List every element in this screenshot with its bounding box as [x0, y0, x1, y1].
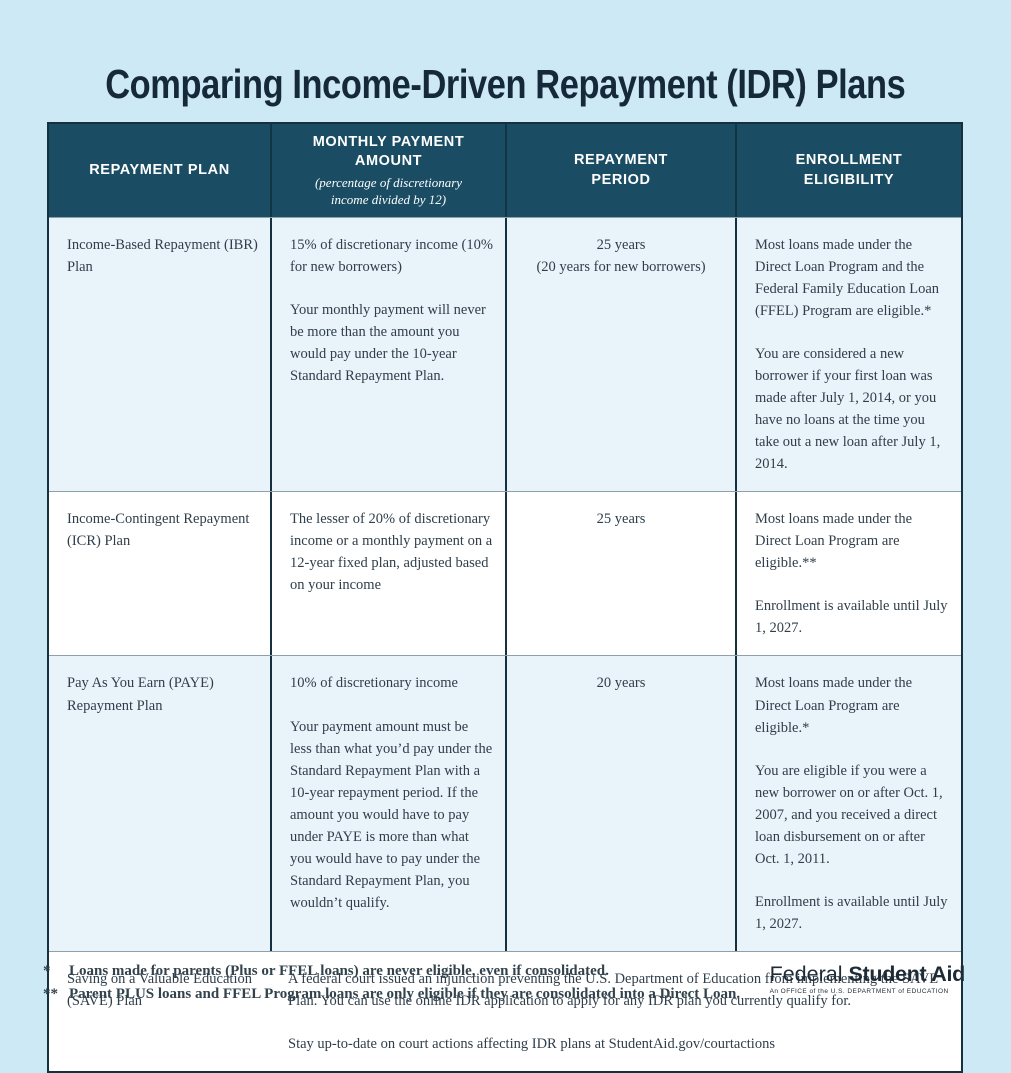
footnote-marker: **: [43, 986, 58, 1003]
logo-wordmark: Federal Student Aid: [769, 962, 966, 986]
eligibility-cell: Most loans made under the Direct Loan Pr…: [735, 656, 961, 951]
plan-name: Income-Based Repayment (IBR) Plan: [67, 237, 258, 276]
eligibility-text: Most loans made under the Direct Loan Pr…: [755, 511, 913, 572]
eligibility-cell: Most loans made under the Direct Loan Pr…: [735, 218, 961, 492]
monthly-payment-text: 15% of discretionary income (10% for new…: [290, 237, 493, 276]
footnote-single-asterisk: * Loans made for parents (Plus or FFEL l…: [43, 960, 740, 983]
logo-word-federal: Federal: [769, 962, 843, 986]
monthly-payment-text: Your monthly payment will never be more …: [290, 302, 486, 385]
header-label: REPAYMENT PERIOD: [573, 151, 669, 188]
page-header: Comparing Income-Driven Repayment (IDR) …: [0, 34, 1011, 136]
plan-name: Income-Contingent Repayment (ICR) Plan: [67, 511, 250, 550]
save-note-text: Stay up-to-date on court actions affecti…: [288, 1035, 775, 1052]
repayment-period-cell: 25 years (20 years for new borrowers): [505, 218, 735, 492]
plan-name-cell: Income-Based Repayment (IBR) Plan: [49, 218, 270, 491]
plan-name: Saving on a Valuable Education (SAVE) Pl…: [67, 970, 252, 1009]
footnote-double-asterisk: ** Parent PLUS loans and FFEL Program lo…: [43, 983, 740, 1006]
header-repayment-period: REPAYMENT PERIOD: [505, 124, 735, 217]
header-repayment-plan: REPAYMENT PLAN: [49, 124, 270, 217]
logo-tagline: An OFFICE of the U.S. DEPARTMENT of EDUC…: [769, 987, 949, 995]
eligibility-text: You are eligible if you were a new borro…: [755, 762, 943, 867]
eligibility-text: You are considered a new borrower if you…: [755, 346, 941, 473]
monthly-payment-cell: The lesser of 20% of discretionary incom…: [270, 492, 505, 656]
save-note-text: A federal court issued an injunction pre…: [288, 970, 939, 1009]
monthly-payment-text: 10% of discretionary income: [290, 675, 458, 692]
header-label: REPAYMENT PLAN: [89, 161, 230, 178]
monthly-payment-text: Your payment amount must be less than wh…: [290, 718, 493, 911]
header-sublabel: (percentage of discretionary income divi…: [314, 174, 463, 207]
idr-comparison-table: REPAYMENT PLAN MONTHLY PAYMENT AMOUNT (p…: [47, 122, 963, 1073]
table-row-paye: Pay As You Earn (PAYE) Repayment Plan 10…: [49, 655, 961, 951]
footnote-text: Loans made for parents (Plus or FFEL loa…: [69, 963, 609, 979]
repayment-period-cell: 25 years: [505, 492, 735, 656]
plan-name-cell: Saving on a Valuable Education (SAVE) Pl…: [49, 952, 270, 1071]
federal-student-aid-logo: Federal Student Aid An OFFICE of the U.S…: [769, 962, 966, 995]
header-monthly-payment-amount: MONTHLY PAYMENT AMOUNT (percentage of di…: [270, 124, 505, 217]
monthly-payment-text: The lesser of 20% of discretionary incom…: [290, 511, 493, 594]
plan-name-cell: Income-Contingent Repayment (ICR) Plan: [49, 492, 270, 655]
logo-word-student-aid: Student Aid: [848, 962, 965, 986]
plan-name-cell: Pay As You Earn (PAYE) Repayment Plan: [49, 656, 270, 950]
period-line: (20 years for new borrowers): [536, 259, 706, 276]
monthly-payment-cell: 15% of discretionary income (10% for new…: [270, 218, 505, 492]
page-footer: * Loans made for parents (Plus or FFEL l…: [43, 960, 965, 1007]
eligibility-text: Most loans made under the Direct Loan Pr…: [755, 237, 940, 320]
table-header-row: REPAYMENT PLAN MONTHLY PAYMENT AMOUNT (p…: [49, 124, 961, 217]
footnotes: * Loans made for parents (Plus or FFEL l…: [43, 960, 740, 1007]
monthly-payment-cell: 10% of discretionary income Your payment…: [270, 656, 505, 951]
header-enrollment-eligibility: ENROLLMENT ELIGIBILITY: [735, 124, 961, 217]
header-label: ENROLLMENT ELIGIBILITY: [795, 151, 903, 188]
eligibility-cell: Most loans made under the Direct Loan Pr…: [735, 492, 961, 656]
plan-name: Pay As You Earn (PAYE) Repayment Plan: [67, 675, 214, 714]
period-line: 25 years: [596, 511, 646, 528]
period-line: 25 years: [596, 237, 646, 253]
period-line: 20 years: [596, 675, 646, 692]
header-label: MONTHLY PAYMENT AMOUNT: [312, 133, 465, 170]
eligibility-text: Enrollment is available until July 1, 20…: [755, 893, 948, 932]
footnote-marker: *: [43, 963, 51, 979]
repayment-period-cell: 20 years: [505, 656, 735, 951]
eligibility-text: Enrollment is available until July 1, 20…: [755, 598, 948, 637]
eligibility-text: Most loans made under the Direct Loan Pr…: [755, 675, 913, 736]
page-title: Comparing Income-Driven Repayment (IDR) …: [105, 61, 906, 108]
table-row-icr: Income-Contingent Repayment (ICR) Plan T…: [49, 491, 961, 656]
table-row-ibr: Income-Based Repayment (IBR) Plan 15% of…: [49, 217, 961, 492]
footnote-text: Parent PLUS loans and FFEL Program loans…: [69, 986, 741, 1003]
